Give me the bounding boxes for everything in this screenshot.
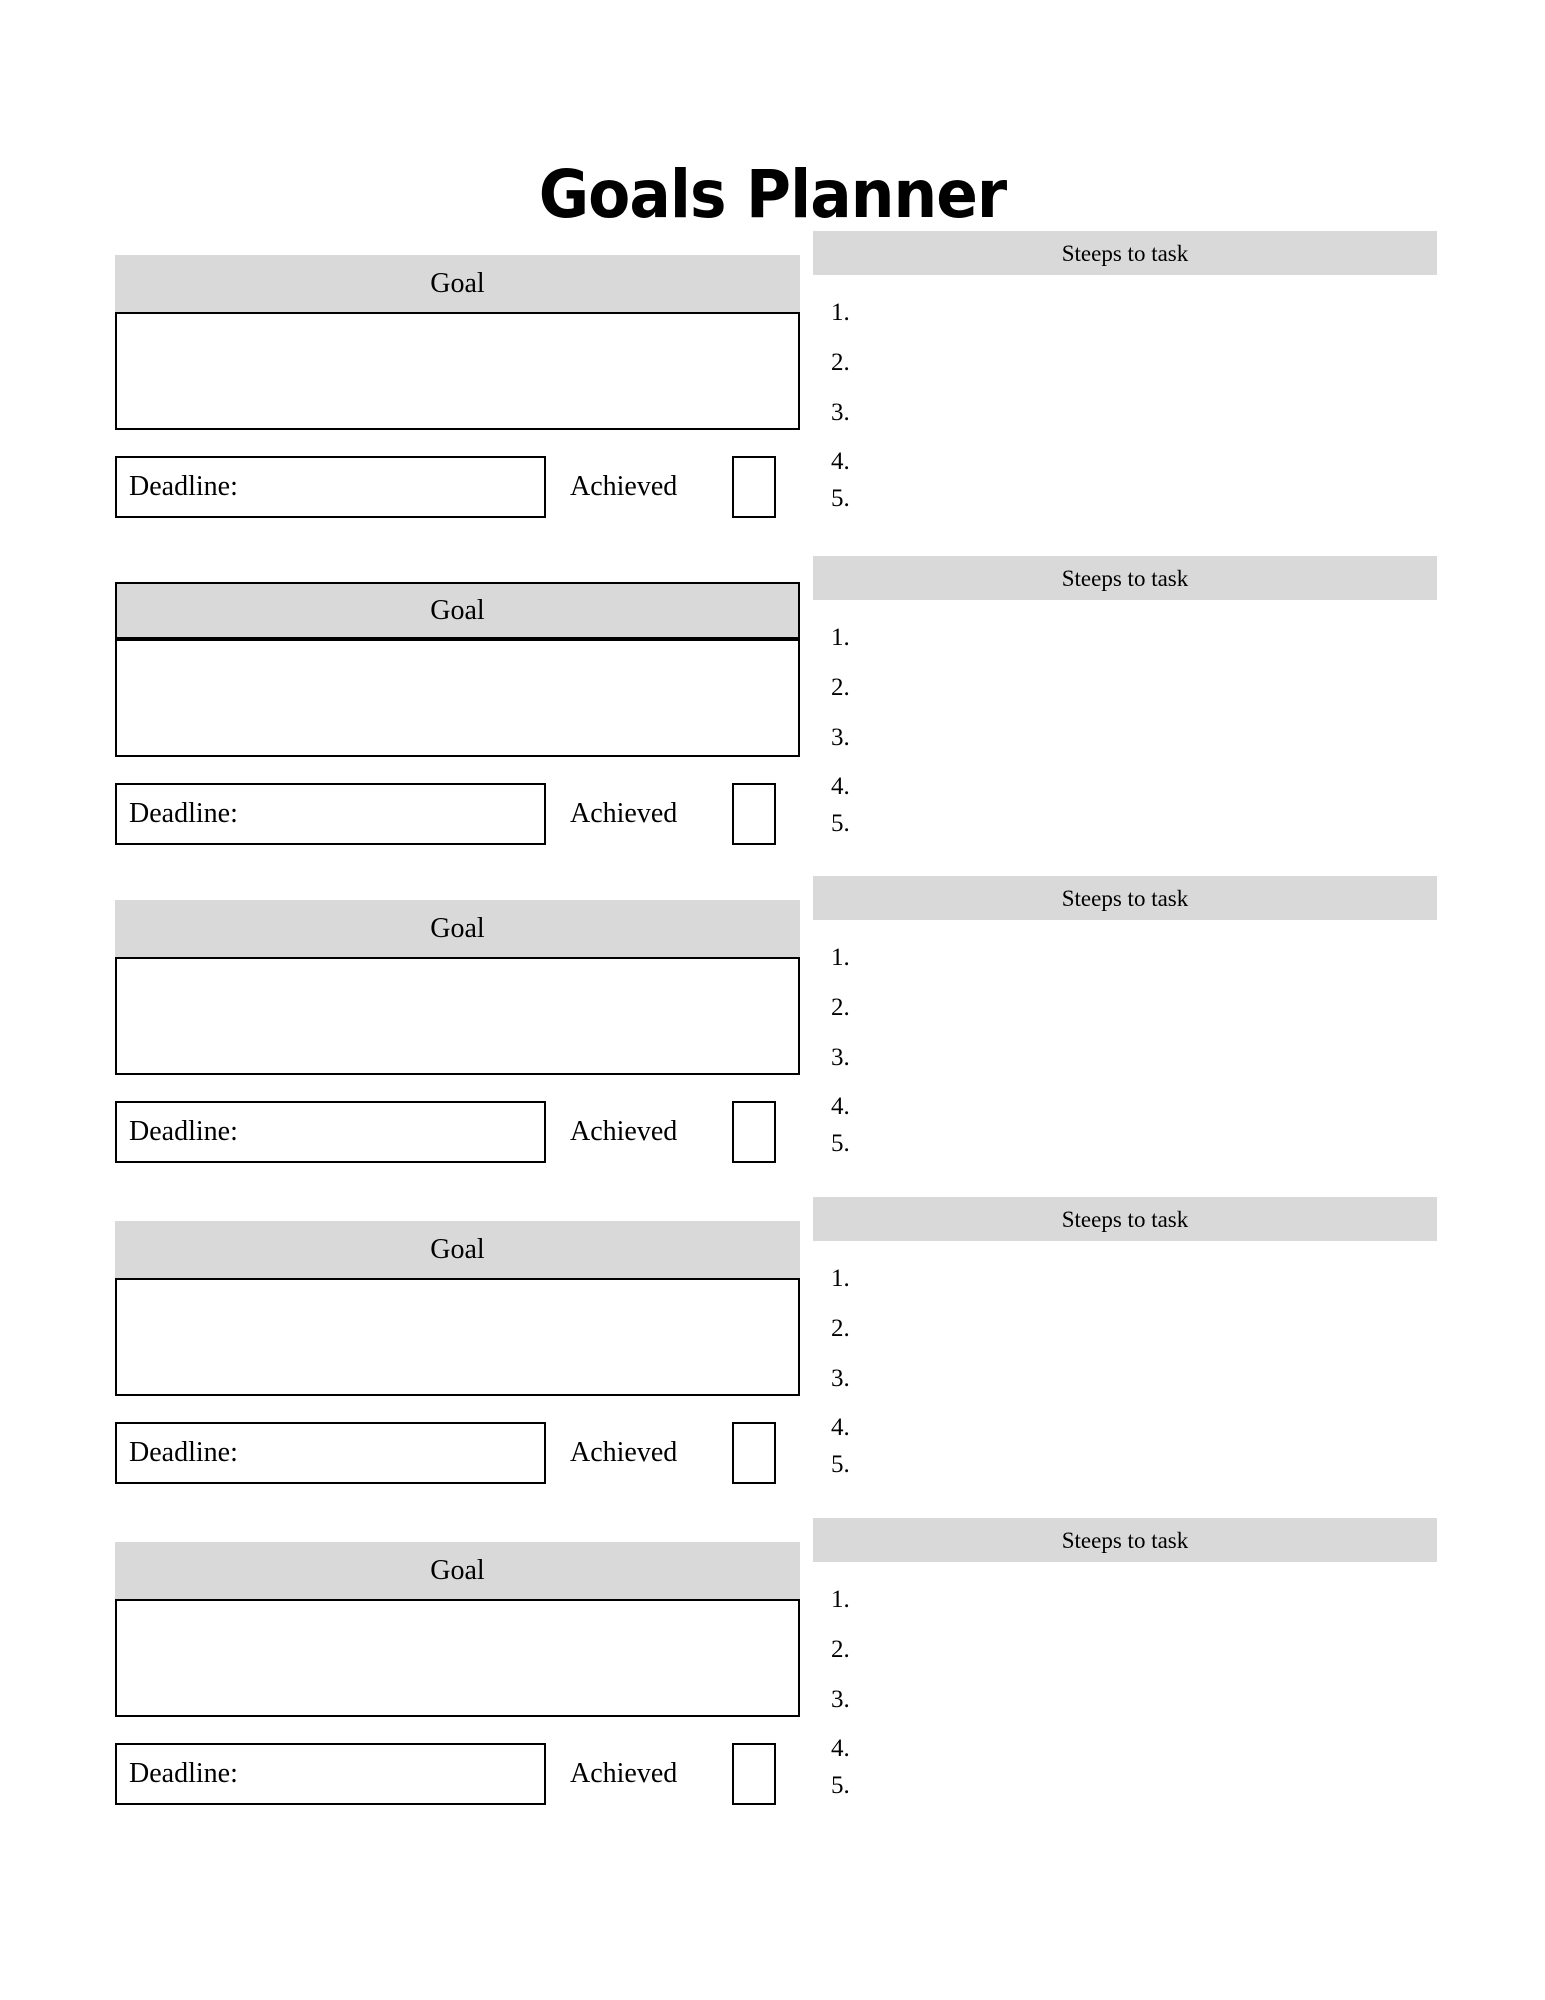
list-item[interactable]: 4. (831, 1093, 850, 1120)
achieved-checkbox[interactable] (732, 1101, 776, 1163)
achieved-label: Achieved (570, 798, 678, 829)
achieved-checkbox[interactable] (732, 1422, 776, 1484)
achieved-label: Achieved (570, 1116, 678, 1147)
goal-header: Goal (115, 900, 800, 957)
list-item[interactable]: 4. (831, 448, 850, 475)
list-item[interactable]: 3. (831, 1044, 850, 1071)
steps-header: Steeps to task (813, 1518, 1437, 1562)
achieved-checkbox[interactable] (732, 1743, 776, 1805)
list-item[interactable]: 2. (831, 1315, 850, 1342)
steps-list: 1. 2. 3. 4. 5. (813, 1562, 1437, 1798)
list-item[interactable]: 2. (831, 349, 850, 376)
list-item[interactable]: 5. (831, 810, 850, 837)
deadline-input[interactable]: Deadline: (115, 783, 546, 845)
steps-column: Steeps to task 1. 2. 3. 4. 5. (813, 556, 1437, 836)
goal-column: Goal Deadline: Achieved (115, 255, 800, 518)
deadline-row: Deadline: Achieved (115, 1743, 800, 1805)
achieved-label: Achieved (570, 1437, 678, 1468)
list-item[interactable]: 1. (831, 1265, 850, 1292)
goal-input[interactable] (115, 312, 800, 430)
goal-header: Goal (115, 255, 800, 312)
list-item[interactable]: 2. (831, 994, 850, 1021)
goal-column: Goal Deadline: Achieved (115, 900, 800, 1163)
steps-header: Steeps to task (813, 556, 1437, 600)
goal-input[interactable] (115, 957, 800, 1075)
list-item[interactable]: 3. (831, 399, 850, 426)
deadline-row: Deadline: Achieved (115, 456, 800, 518)
deadline-row: Deadline: Achieved (115, 783, 800, 845)
list-item[interactable]: 1. (831, 1586, 850, 1613)
deadline-input[interactable]: Deadline: (115, 1422, 546, 1484)
goal-input[interactable] (115, 639, 800, 757)
page-title: Goals Planner (538, 156, 1008, 234)
list-item[interactable]: 1. (831, 624, 850, 651)
goal-column: Goal Deadline: Achieved (115, 1542, 800, 1805)
goal-column: Goal Deadline: Achieved (115, 1221, 800, 1484)
goal-header: Goal (115, 1221, 800, 1278)
list-item[interactable]: 2. (831, 1636, 850, 1663)
list-item[interactable]: 4. (831, 1414, 850, 1441)
steps-list: 1. 2. 3. 4. 5. (813, 600, 1437, 836)
list-item[interactable]: 5. (831, 1772, 850, 1799)
achieved-checkbox[interactable] (732, 783, 776, 845)
steps-list: 1. 2. 3. 4. 5. (813, 275, 1437, 511)
list-item[interactable]: 5. (831, 1130, 850, 1157)
goal-header: Goal (115, 1542, 800, 1599)
list-item[interactable]: 4. (831, 773, 850, 800)
list-item[interactable]: 3. (831, 1686, 850, 1713)
achieved-label: Achieved (570, 1758, 678, 1789)
deadline-row: Deadline: Achieved (115, 1422, 800, 1484)
steps-column: Steeps to task 1. 2. 3. 4. 5. (813, 1197, 1437, 1477)
steps-list: 1. 2. 3. 4. 5. (813, 1241, 1437, 1477)
list-item[interactable]: 3. (831, 1365, 850, 1392)
list-item[interactable]: 3. (831, 724, 850, 751)
goal-header: Goal (115, 582, 800, 639)
list-item[interactable]: 2. (831, 674, 850, 701)
deadline-input[interactable]: Deadline: (115, 456, 546, 518)
achieved-checkbox[interactable] (732, 456, 776, 518)
list-item[interactable]: 5. (831, 1451, 850, 1478)
steps-header: Steeps to task (813, 1197, 1437, 1241)
steps-column: Steeps to task 1. 2. 3. 4. 5. (813, 1518, 1437, 1798)
steps-column: Steeps to task 1. 2. 3. 4. 5. (813, 876, 1437, 1156)
list-item[interactable]: 1. (831, 299, 850, 326)
steps-column: Steeps to task 1. 2. 3. 4. 5. (813, 231, 1437, 511)
deadline-row: Deadline: Achieved (115, 1101, 800, 1163)
achieved-label: Achieved (570, 471, 678, 502)
goal-input[interactable] (115, 1278, 800, 1396)
list-item[interactable]: 1. (831, 944, 850, 971)
deadline-input[interactable]: Deadline: (115, 1101, 546, 1163)
deadline-input[interactable]: Deadline: (115, 1743, 546, 1805)
list-item[interactable]: 4. (831, 1735, 850, 1762)
goal-column: Goal Deadline: Achieved (115, 582, 800, 845)
steps-header: Steeps to task (813, 231, 1437, 275)
goal-input[interactable] (115, 1599, 800, 1717)
steps-header: Steeps to task (813, 876, 1437, 920)
steps-list: 1. 2. 3. 4. 5. (813, 920, 1437, 1156)
list-item[interactable]: 5. (831, 485, 850, 512)
